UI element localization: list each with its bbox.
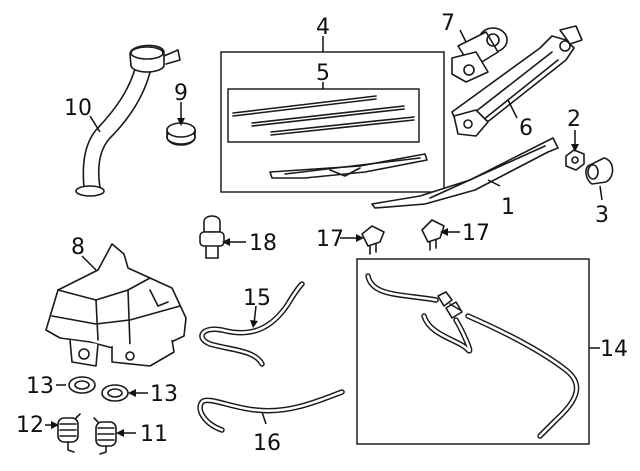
- callout-13-right: 13: [150, 382, 178, 407]
- wiper-motor: [451, 27, 508, 83]
- washer-reservoir: [45, 243, 187, 367]
- callout-17-left: 17: [316, 227, 344, 252]
- washer-hose-assembly: [365, 273, 580, 439]
- callout-14: 14: [600, 337, 628, 362]
- washer-nozzle-right: [421, 219, 445, 251]
- reservoir-cap: [166, 122, 196, 146]
- callout-4: 4: [316, 15, 330, 40]
- callout-11: 11: [140, 422, 168, 447]
- callout-15: 15: [243, 286, 271, 311]
- callout-6: 6: [519, 116, 533, 141]
- callout-7: 7: [441, 11, 455, 36]
- filler-neck-tube: [75, 44, 181, 197]
- washer-pump-right: [93, 417, 117, 455]
- arm-cap: [585, 157, 614, 185]
- callout-3: 3: [595, 203, 609, 228]
- hose-assembly-group-box: [356, 258, 590, 445]
- callout-8: 8: [71, 235, 85, 260]
- callout-2: 2: [567, 107, 581, 132]
- callout-1: 1: [501, 195, 515, 220]
- callout-5: 5: [316, 61, 330, 86]
- callout-17-right: 17: [462, 221, 490, 246]
- callout-16: 16: [253, 431, 281, 456]
- wiper-refill-strips: [232, 95, 415, 136]
- callout-13-left: 13: [26, 374, 54, 399]
- wiper-arm: [371, 137, 559, 209]
- leader-lines: [45, 29, 603, 437]
- washer-nozzle-left: [361, 225, 385, 255]
- wiper-linkage: [451, 25, 583, 137]
- washer-pump-left: [57, 413, 81, 453]
- washer-hose-lower: [197, 389, 345, 433]
- arm-nut: [565, 149, 585, 171]
- callout-9: 9: [174, 81, 188, 106]
- grommet-right: [101, 384, 129, 402]
- hose-connector: [199, 215, 225, 259]
- wiper-blade-group-box: [220, 51, 445, 193]
- grommet-left: [68, 376, 96, 394]
- callout-12: 12: [16, 413, 44, 438]
- callout-10: 10: [64, 96, 92, 121]
- washer-hose-upper: [199, 281, 305, 367]
- wiper-blade: [269, 153, 428, 179]
- callout-18: 18: [249, 231, 277, 256]
